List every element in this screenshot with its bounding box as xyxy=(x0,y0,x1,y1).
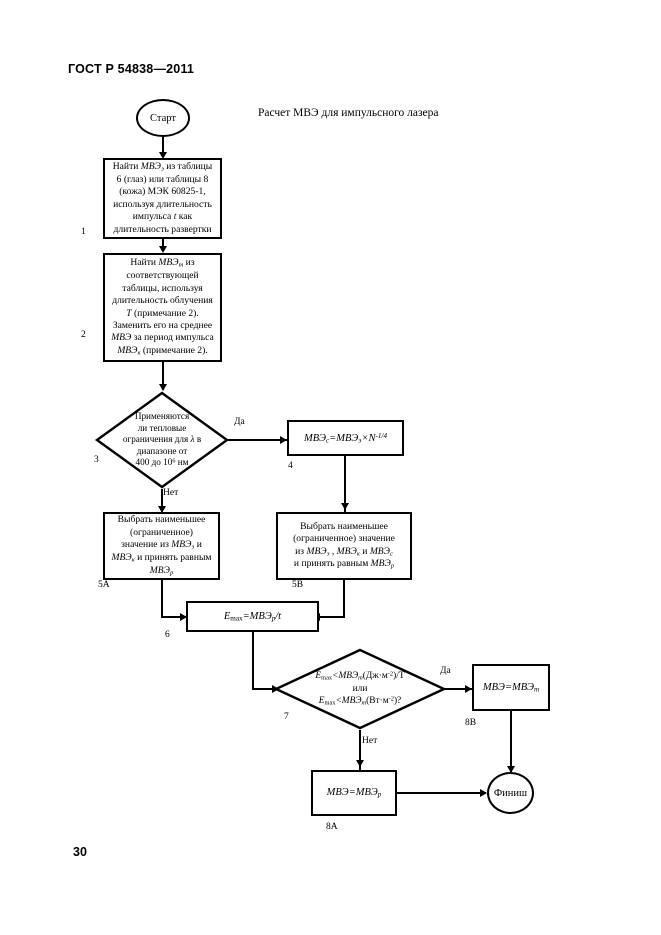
flowchart-title: Расчет МВЭ для импульсного лазера xyxy=(258,107,439,119)
step-label-5a: 5А xyxy=(98,580,110,590)
process-box-8b: МВЭ=МВЭт xyxy=(472,664,550,711)
connector-n8a-to-finish xyxy=(397,792,486,794)
connector-n7-yes xyxy=(444,688,472,690)
page-number: 30 xyxy=(73,845,87,859)
decision-7-text: Emax<МВЭт(Дж·м-2)/T или Emax<МВЭт(Вт·м-2… xyxy=(274,648,446,730)
process-box-8a: МВЭ=МВЭр xyxy=(311,770,397,816)
finish-terminal: Финиш xyxy=(487,772,534,814)
connector-n4-to-n5b xyxy=(344,456,346,514)
step-label-5b: 5В xyxy=(292,580,304,590)
n8a-formula: МВЭ=МВЭр xyxy=(326,787,382,799)
start-terminal: Старт xyxy=(136,99,190,137)
connector-n5a-down xyxy=(161,580,163,618)
connector-n8b-down xyxy=(510,711,512,772)
decision-diamond-7: Emax<МВЭт(Дж·м-2)/T или Emax<МВЭт(Вт·м-2… xyxy=(273,648,447,730)
connector-n6-down xyxy=(252,632,254,690)
n5a-line-5: МВЭр xyxy=(149,564,174,577)
start-label: Старт xyxy=(150,112,176,124)
branch-label-yes-7: Да xyxy=(440,666,451,676)
n7-line-1: Emax<МВЭт(Дж·м-2)/T xyxy=(315,670,405,682)
n1-line-6: длительность развертки xyxy=(113,223,212,235)
n7-line-3: Emax<МВЭт(Вт·м-2)? xyxy=(318,695,402,707)
step-label-8b: 8В xyxy=(465,718,477,728)
step-label-6: 6 xyxy=(165,630,170,640)
process-box-6: Emax=МВЭр/t xyxy=(186,601,319,632)
arrow-n8a-to-finish xyxy=(480,788,487,797)
step-label-8a: 8А xyxy=(326,822,338,832)
connector-n5b-to-n6 xyxy=(318,616,345,618)
n2-line-4: длительность облучения xyxy=(112,295,213,307)
n7-line-2: или xyxy=(352,683,368,694)
n5b-line-1: Выбрать наименьшее xyxy=(300,520,388,532)
arrow-n3-to-n5a xyxy=(157,506,166,513)
n5b-line-4: и принять равным МВЭр xyxy=(293,558,395,570)
n5a-line-2: (ограниченное) xyxy=(130,526,193,538)
n6-formula: Emax=МВЭр/t xyxy=(223,610,282,623)
n5a-line-1: Выбрать наименьшее xyxy=(117,514,206,526)
n3-line-1: Применяются xyxy=(134,411,190,422)
connector-n5b-down xyxy=(343,580,345,618)
n1-line-2: 6 (глаз) или таблицы 8 xyxy=(116,173,209,185)
connector-n3-yes xyxy=(227,439,287,441)
arrow-start-to-n1 xyxy=(158,152,167,159)
n4-formula: МВЭс=МВЭэ×N-1/4 xyxy=(303,431,388,445)
n5b-line-2: (ограниченное) значение xyxy=(293,533,395,545)
branch-label-no-3: Нет xyxy=(163,488,179,498)
n3-line-2: ли тепловые xyxy=(137,422,187,433)
n2-line-8: МВЭк (примечание 2). xyxy=(117,344,208,357)
diamond-shape-3 xyxy=(94,391,230,489)
connector-n1-to-n2 xyxy=(162,239,164,251)
step-label-4: 4 xyxy=(288,461,293,471)
step-label-7: 7 xyxy=(284,712,289,722)
process-box-2: Найти МВЭт из соответствующей таблицы, и… xyxy=(103,253,222,362)
diamond-shape-7 xyxy=(273,648,447,730)
connector-n5a-to-n6 xyxy=(161,616,187,618)
connector-n7-no xyxy=(359,730,361,770)
n5a-line-3: значение из МВЭэ и xyxy=(121,539,202,551)
n2-line-6: Заменить его на среднее xyxy=(112,319,213,331)
n3-line-3: ограничения для λ в xyxy=(122,434,202,445)
n1-line-1: Найти МВЭэ из таблицы xyxy=(112,160,213,173)
n1-line-3: (кожа) МЭК 60825-1, xyxy=(119,186,206,198)
arrow-n3-to-n4 xyxy=(280,435,287,444)
connector-n3-no xyxy=(161,489,163,517)
connector-n6-to-n7 xyxy=(252,688,277,690)
step-label-3: 3 xyxy=(94,455,99,465)
branch-label-no-7: Нет xyxy=(362,736,378,746)
arrow-n2-to-n3 xyxy=(158,384,167,391)
process-box-5b: Выбрать наименьшее (ограниченное) значен… xyxy=(276,512,412,580)
n2-line-1: Найти МВЭт из xyxy=(130,257,195,269)
n3-line-4: диапазоне от xyxy=(136,445,188,456)
arrow-n4-to-n5b xyxy=(340,503,349,510)
connector-n2-to-n3 xyxy=(162,362,164,390)
n3-line-5: 400 до 106 нм xyxy=(135,457,189,468)
arrow-n7-to-n8a xyxy=(355,760,364,767)
process-box-4: МВЭс=МВЭэ×N-1/4 xyxy=(287,420,404,456)
finish-label: Финиш xyxy=(493,787,528,799)
arrow-n8b-to-finish xyxy=(506,766,515,773)
arrow-n1-to-n2 xyxy=(158,246,167,253)
connector-start-to-n1 xyxy=(162,137,164,157)
n2-line-3: таблицы, используя xyxy=(122,282,203,294)
step-label-2: 2 xyxy=(81,330,86,340)
branch-label-yes-3: Да xyxy=(234,417,245,427)
arrow-n5a-to-n6 xyxy=(180,612,187,621)
process-box-5a: Выбрать наименьшее (ограниченное) значен… xyxy=(103,512,220,580)
n1-line-4: используя длительность xyxy=(113,198,212,210)
n5b-line-3: из МВЭэ , МВЭк и МВЭс xyxy=(295,545,393,557)
n2-line-5: T (примечание 2). xyxy=(126,307,199,319)
n1-line-5: импульса t как xyxy=(132,211,193,223)
document-header: ГОСТ Р 54838—2011 xyxy=(68,62,195,76)
decision-3-text: Применяются ли тепловые ограничения для … xyxy=(95,391,229,489)
process-box-1: Найти МВЭэ из таблицы 6 (глаз) или табли… xyxy=(103,158,222,239)
decision-diamond-3: Применяются ли тепловые ограничения для … xyxy=(94,391,230,489)
n5a-line-4: МВЭк и принять равным xyxy=(111,552,212,564)
n8b-formula: МВЭ=МВЭт xyxy=(482,681,540,694)
arrow-n7-to-n8b xyxy=(465,684,472,693)
n2-line-2: соответствующей xyxy=(126,270,199,282)
step-label-1: 1 xyxy=(81,227,86,237)
n2-line-7: МВЭ за период импульса xyxy=(111,332,214,344)
